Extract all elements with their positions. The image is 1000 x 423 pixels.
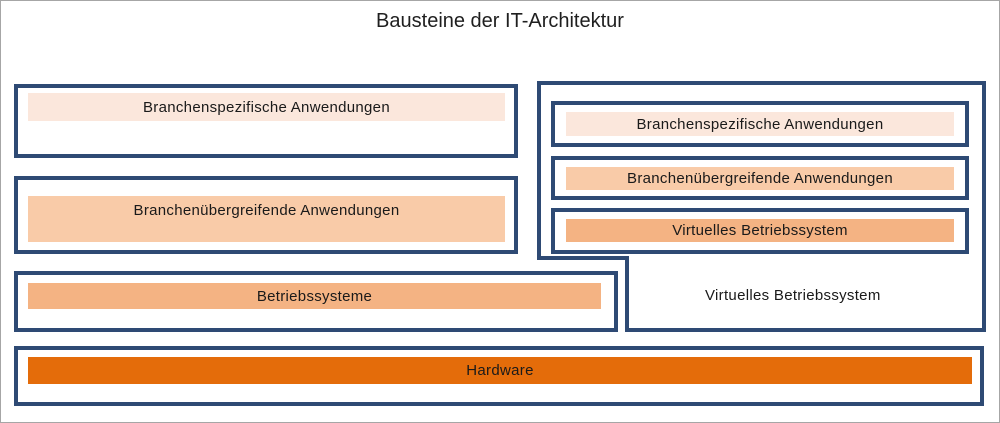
- diagram-title: Bausteine der IT-Architektur: [376, 10, 624, 32]
- left-branchenuebergreifend-bar: Branchenübergreifende Anwendungen: [28, 196, 505, 242]
- left-branchenspezifisch-bar: Branchenspezifische Anwendungen: [28, 93, 505, 121]
- right-branchenuebergreifend-bar: Branchenübergreifende Anwendungen: [566, 167, 954, 190]
- virtuelles-bs-bar: Virtuelles Betriebssystem: [566, 219, 954, 242]
- betriebssysteme-bar: Betriebssysteme: [28, 283, 601, 309]
- hardware-bar: Hardware: [28, 357, 972, 384]
- right-branchenspezifisch-bar: Branchenspezifische Anwendungen: [566, 112, 954, 136]
- virtual-os-container-label: Virtuelles Betriebssystem: [705, 287, 881, 304]
